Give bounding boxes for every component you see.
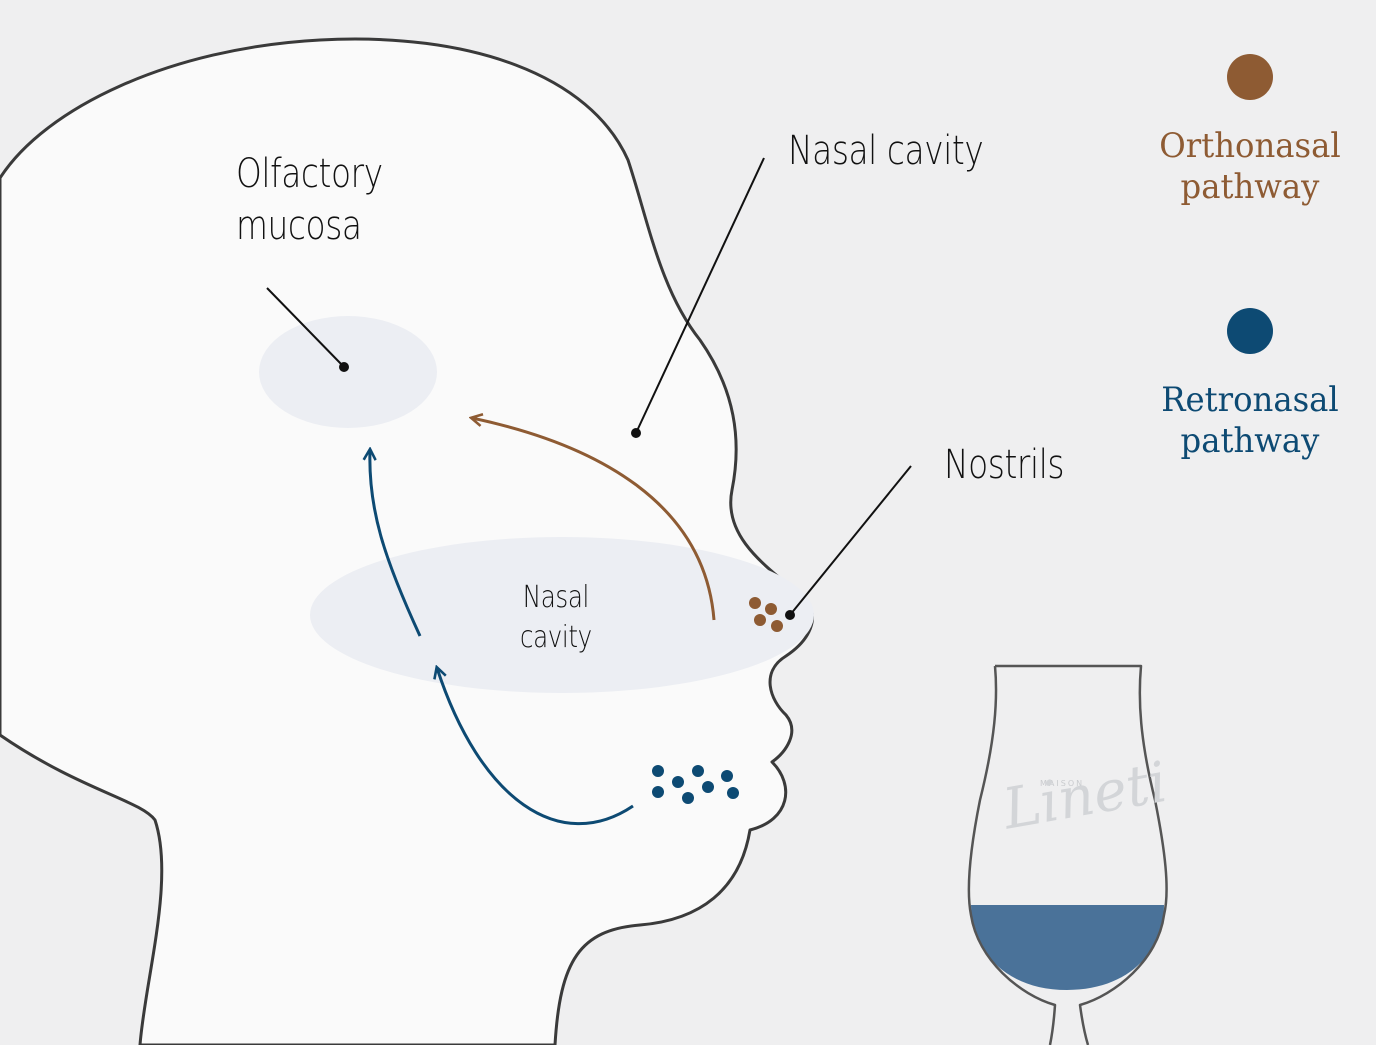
olfactory-mucosa-label-line2: mucosa <box>236 203 362 249</box>
retronasal-legend-label: Retronasal pathway <box>1108 380 1376 462</box>
orthonasal-legend-dot <box>1227 54 1273 100</box>
nasal-cavity-region <box>310 537 814 693</box>
nasal-cavity-callout-line <box>635 157 765 434</box>
nasal-cavity-inner-line1: Nasal <box>522 580 590 615</box>
nasal-cavity-inner-label: Nasal cavity <box>520 578 592 658</box>
nasal-cavity-inner-line2: cavity <box>520 620 592 655</box>
olfactory-callout-line <box>266 287 345 368</box>
retronasal-molecules <box>652 765 739 804</box>
nostrils-label: Nostrils <box>944 442 1065 488</box>
nasal-cavity-label: Nasal cavity <box>788 128 984 174</box>
glass-brand-small: MAISON <box>1040 779 1085 788</box>
orthonasal-arrow <box>472 418 716 621</box>
nasal-cavity-callout-dot <box>631 428 641 438</box>
orthonasal-legend-label: Orthonasal pathway <box>1108 126 1376 208</box>
glass-outline <box>967 664 1168 1045</box>
olfactory-callout-dot <box>339 362 349 372</box>
nostrils-callout-line <box>789 465 912 616</box>
orthonasal-molecules <box>749 597 783 632</box>
olfactory-mucosa-label: Olfactory mucosa <box>236 148 383 252</box>
retronasal-arrow-lower <box>437 668 634 826</box>
glass-liquid <box>971 905 1164 990</box>
retronasal-legend-line1: Retronasal <box>1161 380 1339 420</box>
retronasal-arrow-upper <box>370 450 422 637</box>
olfactory-mucosa-label-line1: Olfactory <box>236 151 383 197</box>
olfactory-region <box>259 316 437 428</box>
retronasal-legend-line2: pathway <box>1180 421 1320 461</box>
orthonasal-legend-line2: pathway <box>1180 167 1320 207</box>
nostrils-callout-dot <box>785 610 795 620</box>
wine-glass <box>967 664 1168 1045</box>
retronasal-legend-dot <box>1227 308 1273 354</box>
orthonasal-legend-line1: Orthonasal <box>1159 126 1341 166</box>
